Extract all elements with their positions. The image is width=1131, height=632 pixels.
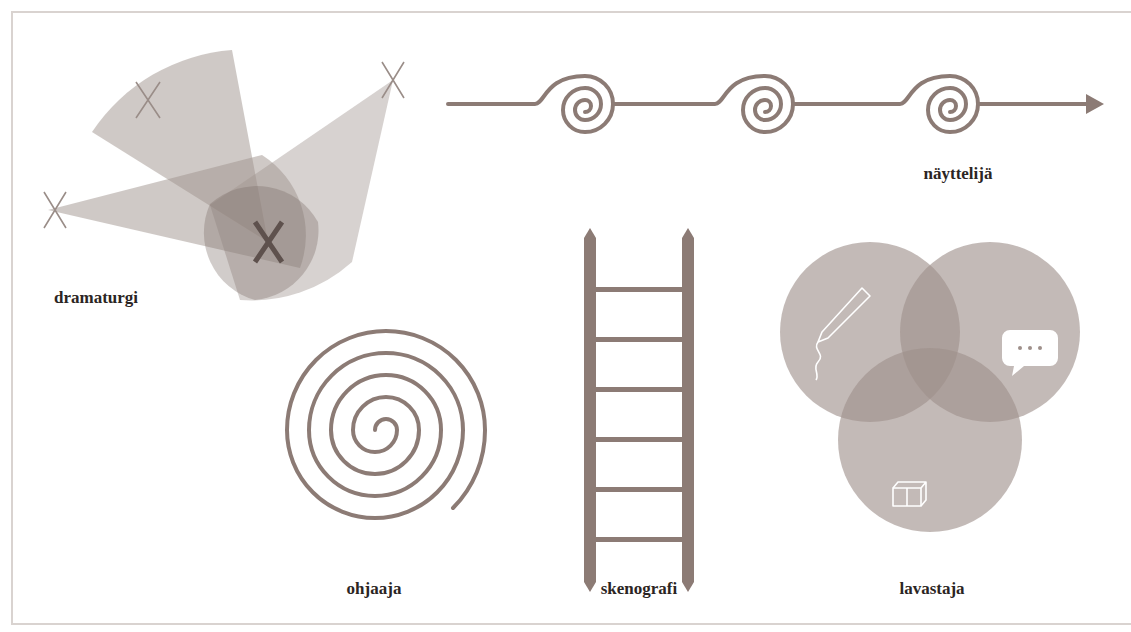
scenographer-label: skenografi: [601, 579, 678, 599]
director-spiral: [287, 331, 485, 518]
frame: [12, 12, 1131, 624]
viewpoint-figure: [44, 50, 404, 300]
actor-label: näyttelijä: [924, 164, 993, 184]
director-label: ohjaaja: [347, 579, 402, 599]
ladder: [584, 228, 694, 592]
actor-timeline: [448, 76, 1088, 132]
venn-circles: [780, 242, 1080, 532]
set-designer-label: lavastaja: [899, 579, 964, 599]
dramaturg-label: dramaturgi: [54, 288, 138, 308]
arrow-head: [1086, 94, 1104, 114]
